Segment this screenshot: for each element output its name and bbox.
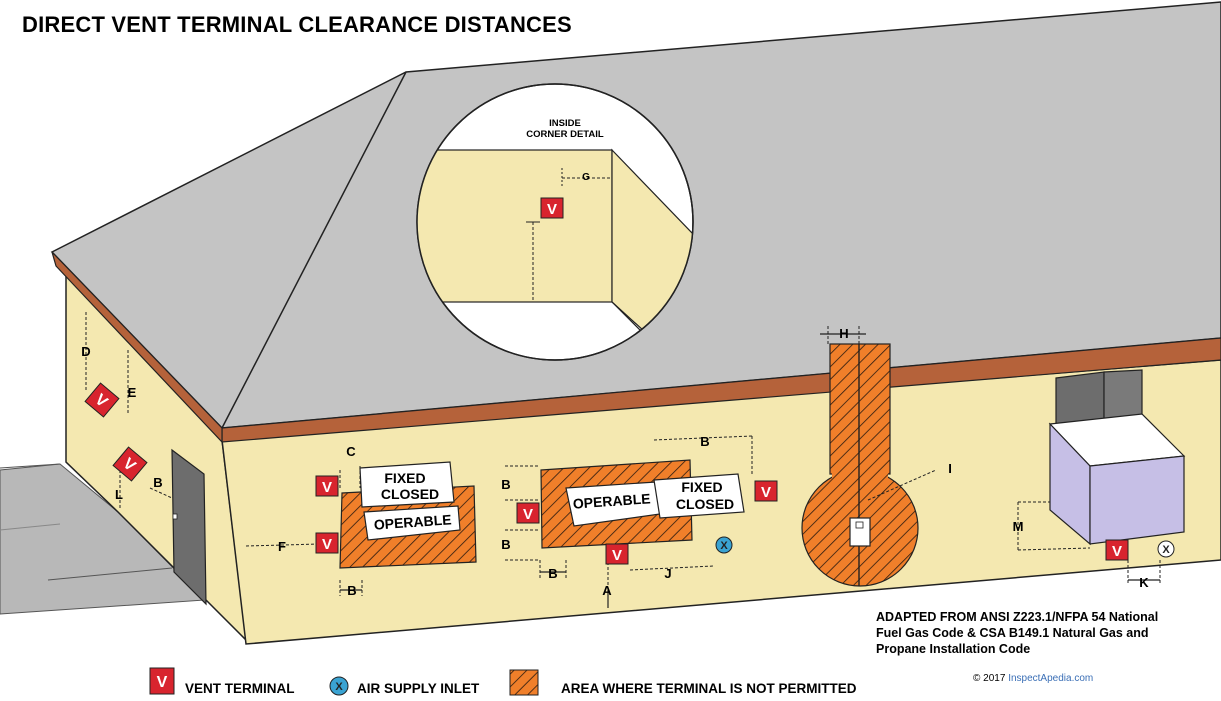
svg-text:V: V bbox=[523, 506, 533, 523]
dim-b-mid-base: B bbox=[548, 566, 557, 581]
svg-text:V: V bbox=[157, 674, 168, 691]
vent-terminal: V bbox=[754, 480, 778, 502]
legend-not-permitted-label: AREA WHERE TERMINAL IS NOT PERMITTED bbox=[561, 681, 857, 696]
legend-inlet: AIR SUPPLY INLET bbox=[357, 674, 507, 696]
air-supply-inlets: X X bbox=[715, 536, 1175, 558]
air-supply-inlet: X bbox=[715, 536, 733, 554]
dim-c: C bbox=[346, 444, 356, 459]
vent-terminals: V V V V V V V V V bbox=[84, 197, 1129, 565]
legend-inlet-icon: X bbox=[329, 676, 349, 696]
copyright-prefix: © 2017 bbox=[973, 673, 1006, 684]
source-line-2: Fuel Gas Code & CSA B149.1 Natural Gas a… bbox=[876, 626, 1149, 640]
svg-text:INSIDE: INSIDE bbox=[549, 118, 581, 129]
copyright-site: InspectApedia.com bbox=[1008, 673, 1094, 684]
air-supply-inlet: X bbox=[1157, 540, 1175, 558]
vent-terminal: V bbox=[1105, 539, 1129, 561]
copyright: © 2017 InspectApedia.com bbox=[973, 673, 1093, 684]
dim-b-mid-bottom: B bbox=[501, 537, 510, 552]
fixed-closed-pane-left bbox=[359, 461, 455, 508]
dim-g: G bbox=[582, 172, 590, 183]
window-middle bbox=[540, 459, 745, 549]
fixed-closed-pane-middle bbox=[653, 473, 745, 519]
svg-text:X: X bbox=[720, 540, 728, 552]
svg-text:CORNER DETAIL: CORNER DETAIL bbox=[526, 129, 604, 140]
chimney-zone bbox=[829, 343, 891, 475]
dim-d: D bbox=[81, 344, 90, 359]
window-text: FIXED CLOSED OPERABLE OPERABLE FIXED CLO… bbox=[373, 470, 734, 533]
fascia-side bbox=[51, 251, 223, 444]
operable-label-middle: OPERABLE bbox=[572, 490, 651, 511]
inset-heading: INSIDE CORNER DETAIL bbox=[526, 118, 604, 140]
window-left bbox=[339, 461, 477, 569]
gas-meter bbox=[849, 517, 871, 547]
dim-b-top-right: B bbox=[700, 434, 709, 449]
source-line-1: ADAPTED FROM ANSI Z223.1/NFPA 54 Nationa… bbox=[876, 610, 1159, 624]
dim-i: I bbox=[948, 461, 952, 476]
vent-terminal: V bbox=[315, 532, 339, 554]
dim-e: E bbox=[128, 385, 137, 400]
vent-terminal: V bbox=[516, 502, 540, 524]
dim-b-left: B bbox=[347, 583, 356, 598]
fixed-label-left: FIXED bbox=[384, 470, 425, 486]
page-title: DIRECT VENT TERMINAL CLEARANCE DISTANCES bbox=[22, 12, 572, 37]
legend-vent-icon: V bbox=[149, 667, 175, 695]
closed-label-middle: CLOSED bbox=[676, 496, 734, 512]
dim-b-mid-top: B bbox=[501, 477, 510, 492]
legend-hatch-icon bbox=[509, 669, 539, 696]
side-door bbox=[171, 448, 207, 606]
svg-text:V: V bbox=[612, 547, 622, 564]
fixed-label-middle: FIXED bbox=[681, 479, 722, 495]
meter-zone bbox=[801, 343, 919, 587]
closed-label-left: CLOSED bbox=[381, 486, 439, 502]
vent-terminal: V bbox=[84, 382, 120, 418]
dim-a: A bbox=[602, 583, 612, 598]
dim-j: J bbox=[664, 566, 671, 581]
legend-vent: VENT TERMINAL bbox=[185, 674, 325, 696]
dim-h: H bbox=[839, 326, 848, 341]
legend-vent-label: VENT TERMINAL bbox=[185, 681, 295, 696]
dim-b-side: B bbox=[153, 475, 162, 490]
vent-terminal: V bbox=[112, 446, 148, 482]
svg-text:X: X bbox=[335, 681, 343, 693]
source-line-3: Propane Installation Code bbox=[876, 642, 1031, 656]
legend-symbols: V X bbox=[149, 667, 539, 696]
dim-f: F bbox=[278, 539, 286, 554]
operable-pane-left bbox=[363, 505, 461, 541]
vent-terminal-inset: V bbox=[540, 197, 564, 219]
operable-label-left: OPERABLE bbox=[373, 511, 452, 532]
dimension-arrows bbox=[340, 333, 1160, 608]
legend-inlet-label: AIR SUPPLY INLET bbox=[357, 681, 480, 696]
svg-text:V: V bbox=[322, 479, 332, 496]
source-note: ADAPTED FROM ANSI Z223.1/NFPA 54 Nationa… bbox=[876, 609, 1216, 657]
legend-not-permitted: AREA WHERE TERMINAL IS NOT PERMITTED bbox=[561, 674, 891, 696]
inside-corner-inset bbox=[416, 83, 694, 361]
dim-l: L bbox=[115, 487, 123, 502]
svg-text:X: X bbox=[1162, 544, 1170, 556]
vent-terminal: V bbox=[605, 543, 629, 565]
dimension-lines bbox=[85, 312, 1161, 608]
bay-box bbox=[1048, 369, 1186, 546]
vent-terminal: V bbox=[315, 475, 339, 497]
dimension-letters: D E L B C F B B B B B A J G H I M K bbox=[81, 172, 1149, 598]
svg-text:V: V bbox=[761, 484, 771, 501]
dim-k: K bbox=[1139, 575, 1149, 590]
door-knob bbox=[172, 513, 178, 520]
svg-text:V: V bbox=[547, 201, 557, 218]
dim-m: M bbox=[1013, 519, 1024, 534]
svg-text:V: V bbox=[1112, 543, 1122, 560]
svg-text:V: V bbox=[322, 536, 332, 553]
